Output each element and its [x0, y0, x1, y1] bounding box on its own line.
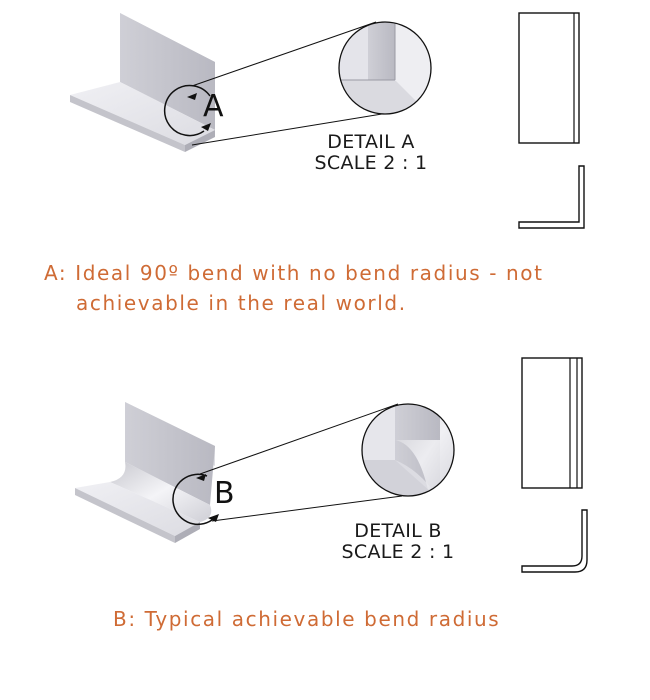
panel-b: B: [75, 357, 588, 573]
bracket-b-base-edge: [75, 488, 175, 543]
front-view-b: [521, 357, 583, 489]
bracket-b-base-end: [175, 522, 200, 543]
detail-b-title: DETAIL B: [354, 520, 442, 542]
detail-a-view: [339, 22, 431, 114]
bracket-b-base-top: [75, 482, 200, 536]
detail-a-circle-marker: [163, 84, 211, 137]
caption-b: B: Typical achievable bend radius: [113, 604, 633, 634]
angle-bracket-b: [75, 402, 215, 543]
bracket-a-wall-side: [120, 13, 215, 130]
detail-a-tangent-bottom: [191, 113, 383, 146]
caption-a-line-2: achievable in the real world.: [76, 291, 407, 315]
bracket-a-base-edge: [70, 95, 185, 152]
detail-b-tangent-top: [199, 403, 399, 475]
bracket-a-base-top: [70, 82, 215, 145]
caption-a: A: Ideal 90º bend with no bend radius - …: [44, 258, 644, 318]
detail-b-scale: SCALE 2 : 1: [341, 541, 455, 563]
bracket-b-bend: [110, 462, 212, 522]
detail-b-view-outline: [361, 403, 455, 497]
detail-a-callout: A: [163, 21, 383, 146]
detail-a-letter: A: [203, 89, 224, 124]
detail-b-tangent-bottom: [211, 495, 403, 522]
detail-a-label: DETAIL A SCALE 2 : 1: [306, 132, 436, 174]
caption-b-line-1: B: Typical achievable bend radius: [113, 607, 501, 631]
detail-a-title: DETAIL A: [327, 131, 415, 153]
detail-a-tangent-top: [191, 21, 377, 87]
detail-a-view-outline: [338, 21, 432, 115]
panel-a: A: [70, 12, 585, 229]
ortho-views-b: [521, 357, 588, 573]
caption-a-line-1: A: Ideal 90º bend with no bend radius - …: [44, 261, 544, 285]
detail-b-callout: B: [172, 403, 403, 526]
front-view-a: [518, 12, 580, 144]
detail-b-view: [362, 404, 454, 496]
detail-b-arrow-top: [196, 474, 206, 481]
bracket-b-wall-side: [125, 402, 215, 505]
ortho-views-a: [518, 12, 585, 229]
detail-b-circle-marker: [172, 473, 213, 526]
side-view-a: [518, 165, 585, 229]
detail-a-scale: SCALE 2 : 1: [314, 152, 428, 174]
detail-b-label: DETAIL B SCALE 2 : 1: [333, 521, 463, 563]
detail-a-arrow-top: [187, 93, 197, 100]
detail-b-arrow-bottom: [208, 514, 219, 522]
detail-a-arrow-bottom: [201, 123, 211, 131]
angle-bracket-a: [70, 13, 215, 152]
side-view-b: [521, 509, 588, 573]
bracket-a-base-end: [185, 130, 215, 152]
detail-b-letter: B: [214, 476, 235, 511]
